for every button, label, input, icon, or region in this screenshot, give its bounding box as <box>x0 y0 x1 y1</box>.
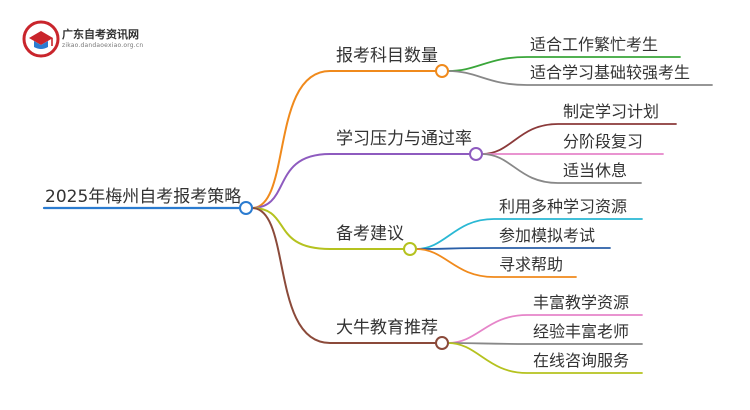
branch-connector-3 <box>251 207 405 250</box>
graduation-cap-icon <box>22 20 60 58</box>
logo-title: 广东自考资讯网 <box>62 28 139 41</box>
leaf-connector-3-3 <box>415 248 577 278</box>
leaf-topic-1-1: 适合工作繁忙考生 <box>530 35 659 54</box>
leaf-connector-2-1 <box>481 123 677 155</box>
leaf-connector-1-1 <box>447 56 681 72</box>
site-logo: 广东自考资讯网 zikao.dandaoexiao.org.cn <box>22 18 172 62</box>
leaf-topic-3-1: 利用多种学习资源 <box>499 197 628 216</box>
leaf-connector-3-1 <box>415 218 643 250</box>
leaf-topic-2-1: 制定学习计划 <box>563 102 660 121</box>
leaf-topic-4-2: 经验丰富老师 <box>533 322 630 341</box>
branch-connector-4 <box>251 207 437 344</box>
branch-topic-3: 备考建议 <box>336 224 404 244</box>
root-topic: 2025年梅州自考报考策略 <box>45 187 242 207</box>
leaf-topic-2-3: 适当休息 <box>563 161 628 180</box>
branch-topic-1: 报考科目数量 <box>336 46 438 66</box>
logo-subtitle: zikao.dandaoexiao.org.cn <box>62 42 144 49</box>
leaf-connector-2-3 <box>481 153 642 184</box>
branch-connector-1 <box>251 70 437 209</box>
leaf-connector-4-2 <box>447 342 643 345</box>
leaf-connector-3-2 <box>415 247 611 250</box>
leaf-topic-2-2: 分阶段复习 <box>563 132 644 151</box>
branch-node-2 <box>469 147 483 161</box>
branch-connector-2 <box>251 153 471 209</box>
leaf-topic-1-2: 适合学习基础较强考生 <box>530 63 691 82</box>
branch-node-1 <box>435 64 449 78</box>
branch-topic-4: 大牛教育推荐 <box>336 318 438 338</box>
branch-node-3 <box>403 242 417 256</box>
leaf-connector-4-1 <box>447 314 643 344</box>
leaf-connector-1-2 <box>447 70 713 86</box>
branch-topic-2: 学习压力与通过率 <box>336 129 472 149</box>
root-node <box>239 201 253 215</box>
leaf-topic-3-3: 寻求帮助 <box>499 255 564 274</box>
leaf-connector-4-3 <box>447 342 643 374</box>
leaf-topic-4-3: 在线咨询服务 <box>533 351 630 370</box>
branch-node-4 <box>435 336 449 350</box>
leaf-topic-4-1: 丰富教学资源 <box>533 293 630 312</box>
leaf-topic-3-2: 参加模拟考试 <box>499 226 596 245</box>
